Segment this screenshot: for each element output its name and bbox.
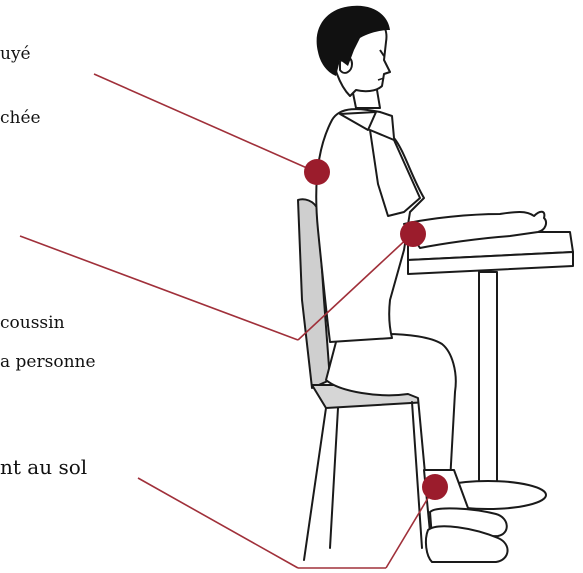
leader-line-back [94, 74, 316, 172]
chair-leg-front [304, 408, 326, 560]
leader-line-knee [386, 488, 434, 568]
marker-shoulder [304, 159, 330, 185]
leader-line-lumbar [20, 236, 298, 340]
table-leg [479, 272, 497, 490]
marker-knee [422, 474, 448, 500]
leader-line-floor [138, 478, 298, 568]
marker-elbow [400, 221, 426, 247]
chair-leg-back [330, 408, 338, 548]
thigh-and-shin [326, 334, 456, 484]
